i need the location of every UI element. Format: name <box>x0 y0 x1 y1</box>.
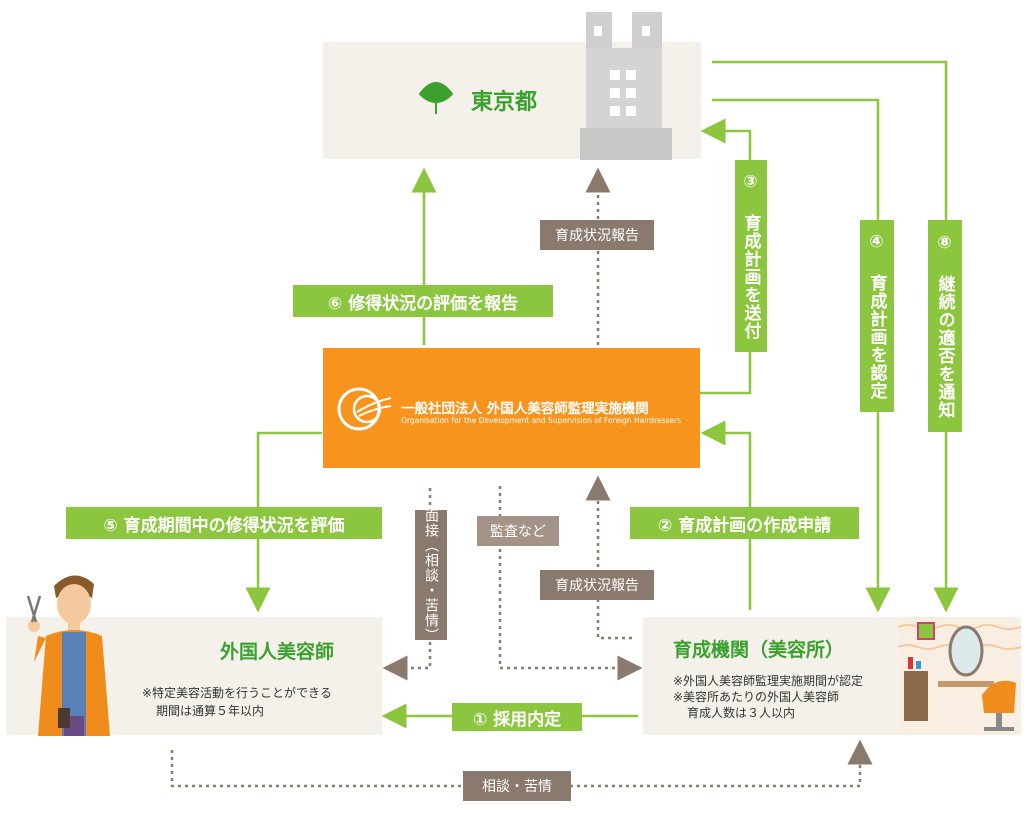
org-box: 一般社団法人 外国人美容師監理実施機関 Organisation for the… <box>323 348 700 468</box>
label-report-top: 育成状況報告 <box>540 220 654 250</box>
label-interview: 面接（相談・苦情） <box>415 508 447 643</box>
label-step3: ③ 育成計画を送付 <box>735 160 767 352</box>
label-audit: 監査など <box>477 516 559 546</box>
salon-note-3: 育成人数は３人以内 <box>687 706 796 720</box>
label-consult: 相談・苦情 <box>463 771 571 801</box>
hairdresser-note-1: ※特定美容活動を行うことができる <box>142 686 332 700</box>
org-name-ja: 一般社団法人 外国人美容師監理実施機関 <box>401 401 649 417</box>
arrow-step5 <box>245 431 322 613</box>
salon-interior-icon <box>898 617 1021 735</box>
label-report-bottom: 育成状況報告 <box>540 570 654 600</box>
arrow-step4 <box>712 98 891 613</box>
org-name-en: Organisation for the Development and Sup… <box>401 416 682 425</box>
hairdresser-person-icon <box>26 575 110 736</box>
salon-title: 育成機関（美容所） <box>673 639 845 661</box>
arrow-report-bottom <box>585 475 632 640</box>
label-step8: ⑧ 継続の適否を通知 <box>928 220 962 432</box>
label-step5: ⑤ 育成期間中の修得状況を評価 <box>66 507 382 539</box>
hairdresser-title: 外国人美容師 <box>220 641 335 663</box>
label-step6: ⑥ 修得状況の評価を報告 <box>293 285 553 317</box>
hairdresser-note-2: 期間は通算５年以内 <box>156 704 265 718</box>
arrow-interview <box>382 488 432 681</box>
label-step1: ① 採用内定 <box>452 703 582 731</box>
label-step4: ④ 育成計画を認定 <box>860 220 894 412</box>
ginkgo-leaf-icon <box>418 82 454 114</box>
building-icon <box>580 12 672 160</box>
org-swirl-logo-icon <box>337 387 392 431</box>
salon-note-2: ※美容所あたりの外国人美容師 <box>673 690 840 704</box>
tokyo-title: 東京都 <box>471 90 538 115</box>
salon-note-1: ※外国人美容師監理実施期間が認定 <box>673 674 864 688</box>
label-step2: ② 育成計画の作成申請 <box>630 507 859 539</box>
arrow-step2 <box>700 420 752 610</box>
arrow-audit <box>498 486 643 681</box>
